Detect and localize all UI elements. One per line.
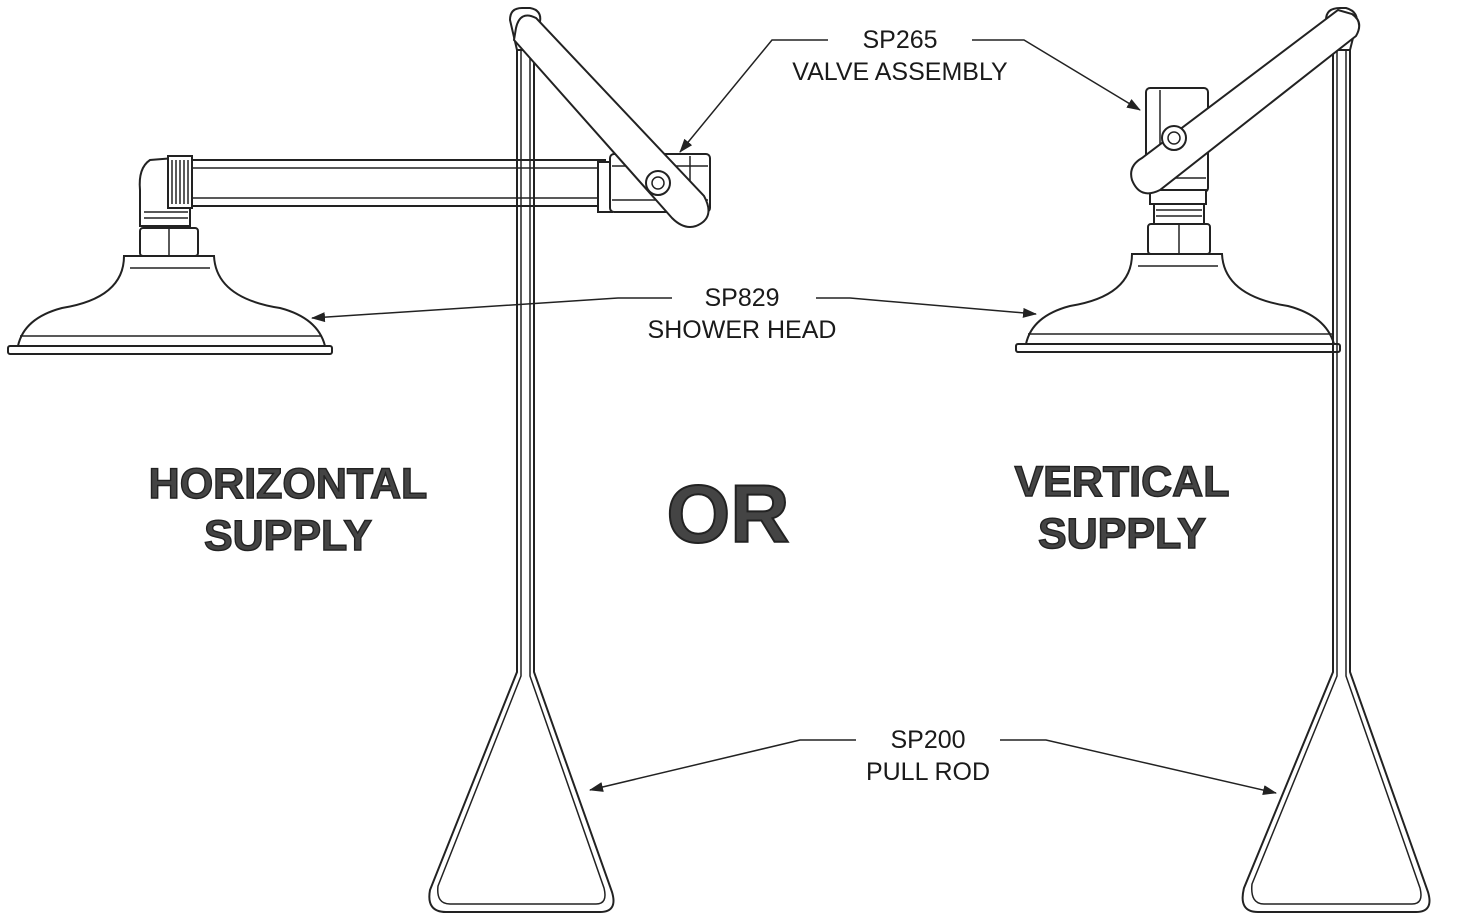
shower-head-left bbox=[7, 255, 333, 355]
pipe-elbow bbox=[138, 155, 193, 227]
shower-head-right bbox=[1015, 253, 1341, 353]
valve-assembly-part-number: SP265 bbox=[862, 26, 937, 54]
pull-rod-leaders bbox=[589, 739, 1277, 795]
pull-rod-right bbox=[1241, 7, 1431, 913]
valve-assembly-leaders bbox=[679, 39, 1141, 153]
shower-head-nut-left bbox=[139, 227, 199, 257]
pull-rod-part-number: SP200 bbox=[890, 726, 965, 754]
vertical-supply-assembly bbox=[1015, 7, 1431, 913]
valve-lever-right bbox=[1130, 8, 1361, 195]
pull-rod-left bbox=[428, 7, 615, 913]
vertical-supply-coupling bbox=[1147, 203, 1211, 255]
valve-assembly-label: VALVE ASSEMBLY bbox=[792, 58, 1008, 86]
or-separator: OR bbox=[667, 469, 790, 560]
horizontal-supply-pipe bbox=[184, 159, 606, 207]
shower-head-label: SHOWER HEAD bbox=[648, 316, 837, 344]
shower-head-part-number: SP829 bbox=[704, 284, 779, 312]
valve-lever-left bbox=[512, 14, 710, 228]
pull-rod-label: PULL ROD bbox=[866, 758, 990, 786]
horizontal-supply-subheading: SUPPLY bbox=[204, 512, 372, 560]
vertical-supply-subheading: SUPPLY bbox=[1038, 510, 1206, 558]
horizontal-supply-assembly bbox=[7, 7, 711, 913]
horizontal-supply-heading: HORIZONTAL bbox=[149, 460, 428, 508]
shower-head-leaders bbox=[311, 297, 1037, 323]
vertical-supply-heading: VERTICAL bbox=[1015, 458, 1230, 506]
